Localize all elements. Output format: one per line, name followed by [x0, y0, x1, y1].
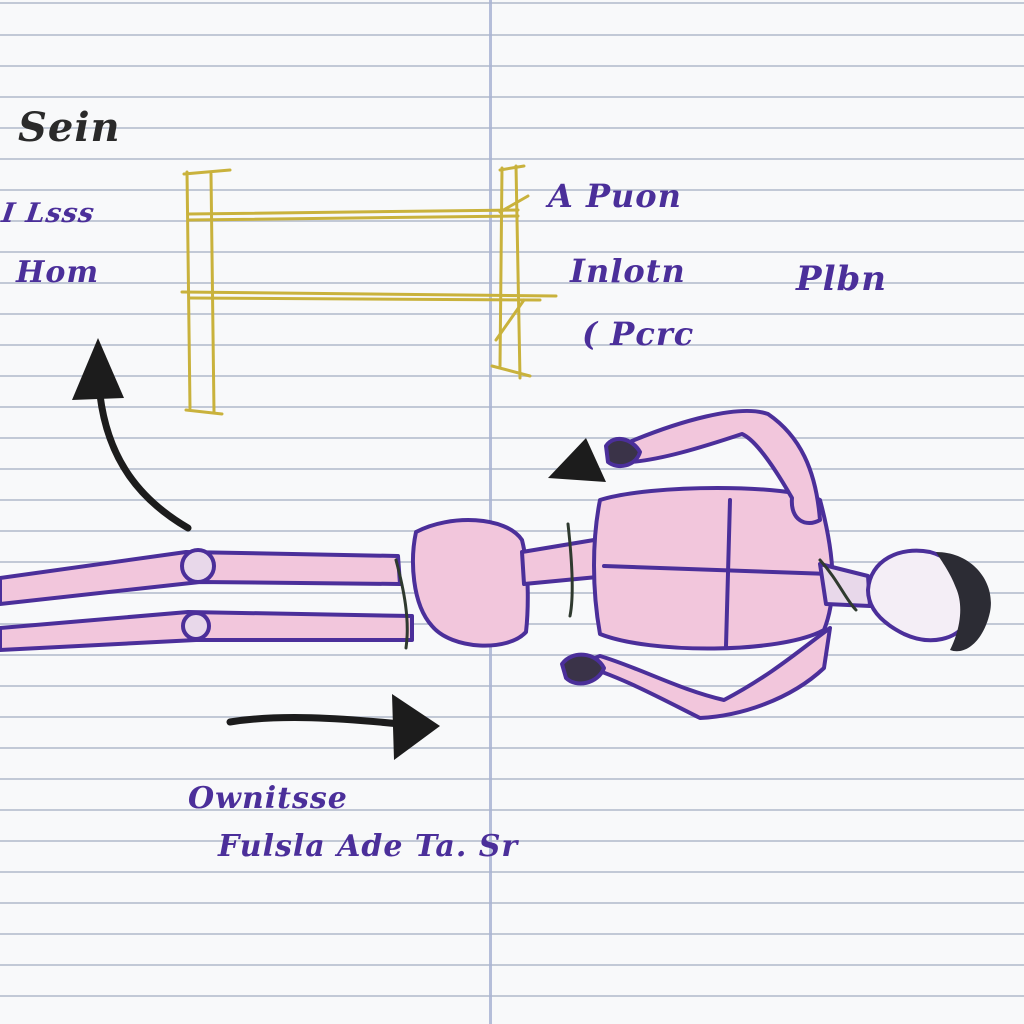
frame-top-rail-a [186, 208, 520, 216]
curved-arrow-up [96, 391, 192, 532]
note-right-2: Inlotn [570, 252, 686, 290]
upper-arm-raised [618, 409, 822, 526]
frame-top-rail-b [186, 214, 520, 222]
left-arrow-head [548, 438, 606, 482]
lower-arm-bent [576, 626, 832, 720]
arrows [72, 338, 606, 760]
hair [936, 552, 991, 652]
note-bottom-1: Ownitsse [188, 781, 348, 816]
frame-bottom-rail-b [188, 296, 542, 302]
pelvis [411, 518, 530, 648]
frame-right-post-b [514, 164, 522, 380]
frame-left-post-a [185, 170, 192, 410]
neck-scribble [818, 558, 858, 612]
note-bottom-2: Fulsla Ade Ta. Sr [218, 829, 519, 864]
torso-horizontal-line [602, 564, 832, 576]
margin-line [489, 0, 492, 1024]
frame-cross-a [494, 298, 526, 342]
note-right-1: A Puon [548, 177, 682, 215]
frame-right-cap [498, 164, 526, 172]
hip-scribble [394, 558, 409, 650]
torso-vertical-line [724, 498, 732, 648]
note-top-left-2: Hom [16, 255, 100, 290]
frame-cross-c [498, 194, 530, 214]
frame-bottom-rail-a [180, 290, 558, 298]
frame-left-cap [182, 168, 232, 176]
hand-upper [604, 436, 642, 469]
note-top-left-1: I Lsss [0, 198, 97, 229]
frame-sketch [180, 164, 558, 416]
note-right-4: ( Pcrc [582, 315, 695, 353]
frame-cross-b [490, 364, 532, 378]
joint-scribbles [394, 522, 858, 650]
right-arrow-shaft [226, 714, 404, 728]
curved-arrow-up-head [72, 338, 124, 400]
waist-scribble [566, 522, 574, 618]
right-arrow-head [392, 694, 440, 760]
knee-joint-lower [181, 611, 211, 641]
note-right-3: Plbn [796, 259, 887, 299]
hand-lower [560, 652, 606, 686]
frame-left-foot [184, 408, 224, 416]
knee-joint-upper [180, 548, 216, 584]
page-title: Sein [18, 104, 121, 151]
reclining-figure [0, 409, 991, 720]
